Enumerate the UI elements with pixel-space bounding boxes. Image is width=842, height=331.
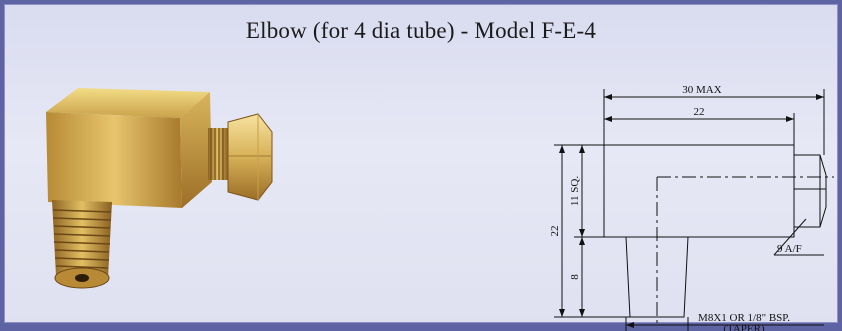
brass-elbow-fitting-photo xyxy=(46,88,273,289)
body-side-face xyxy=(180,92,212,208)
body-front-face xyxy=(46,112,182,208)
dim-thread-length-label: 8 xyxy=(569,274,581,280)
body-top-face xyxy=(46,88,210,118)
side-thread xyxy=(208,128,228,180)
dim-overall-label: 30 MAX xyxy=(682,84,721,96)
thread-outline xyxy=(625,236,689,318)
hex-nut-outline xyxy=(793,154,827,228)
page-frame: Elbow (for 4 dia tube) - Model F-E-4 xyxy=(4,4,838,331)
dim-square-label: 11 SQ. xyxy=(569,176,581,206)
technical-drawing: 30 MAX 22 22 11 SQ. 8 9 A/F M8X1 OR 1/8"… xyxy=(549,84,834,331)
bottom-thread xyxy=(52,200,112,289)
page-title: Elbow (for 4 dia tube) - Model F-E-4 xyxy=(245,18,597,43)
hex-nut xyxy=(227,113,273,201)
dim-body-label: 22 xyxy=(694,106,705,118)
dim-hex-label: 9 A/F xyxy=(777,243,802,255)
body-outline xyxy=(603,144,795,238)
dim-thread-note-label: (TAPER) xyxy=(723,323,765,331)
dim-thread-spec-label: M8X1 OR 1/8" BSP. xyxy=(698,312,790,324)
dim-height-label: 22 xyxy=(549,226,561,237)
